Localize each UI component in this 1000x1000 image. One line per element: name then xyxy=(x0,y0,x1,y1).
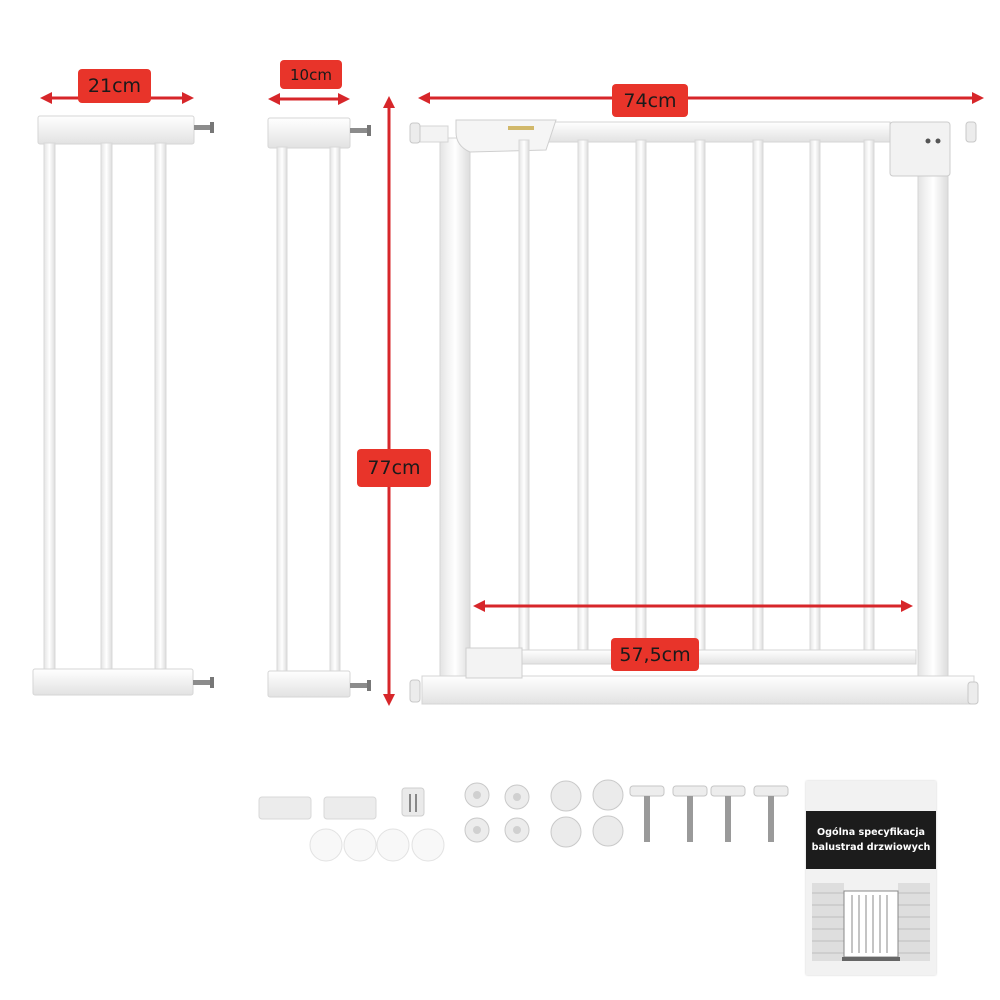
main-gate xyxy=(409,119,979,705)
manual-gate-illustration xyxy=(812,883,930,961)
dimension-label-10cm: 10cm xyxy=(280,60,342,89)
accessories xyxy=(258,779,789,862)
dimension-label-77cm: 77cm xyxy=(357,449,431,487)
dimension-label-21cm: 21cm xyxy=(78,69,151,103)
extension-21cm xyxy=(32,115,214,696)
dimension-label-57-5cm: 57,5cm xyxy=(611,638,699,671)
manual-title-line2: balustrad drzwiowych xyxy=(811,842,931,853)
dimension-arrows xyxy=(40,92,984,706)
dimension-label-74cm: 74cm xyxy=(612,84,688,117)
instruction-manual: Ogólna specyfikacja balustrad drzwiowych xyxy=(806,781,936,975)
manual-title-line1: Ogólna specyfikacja xyxy=(817,827,925,838)
extension-10cm xyxy=(267,117,371,698)
manual-title-band: Ogólna specyfikacja balustrad drzwiowych xyxy=(806,811,936,869)
